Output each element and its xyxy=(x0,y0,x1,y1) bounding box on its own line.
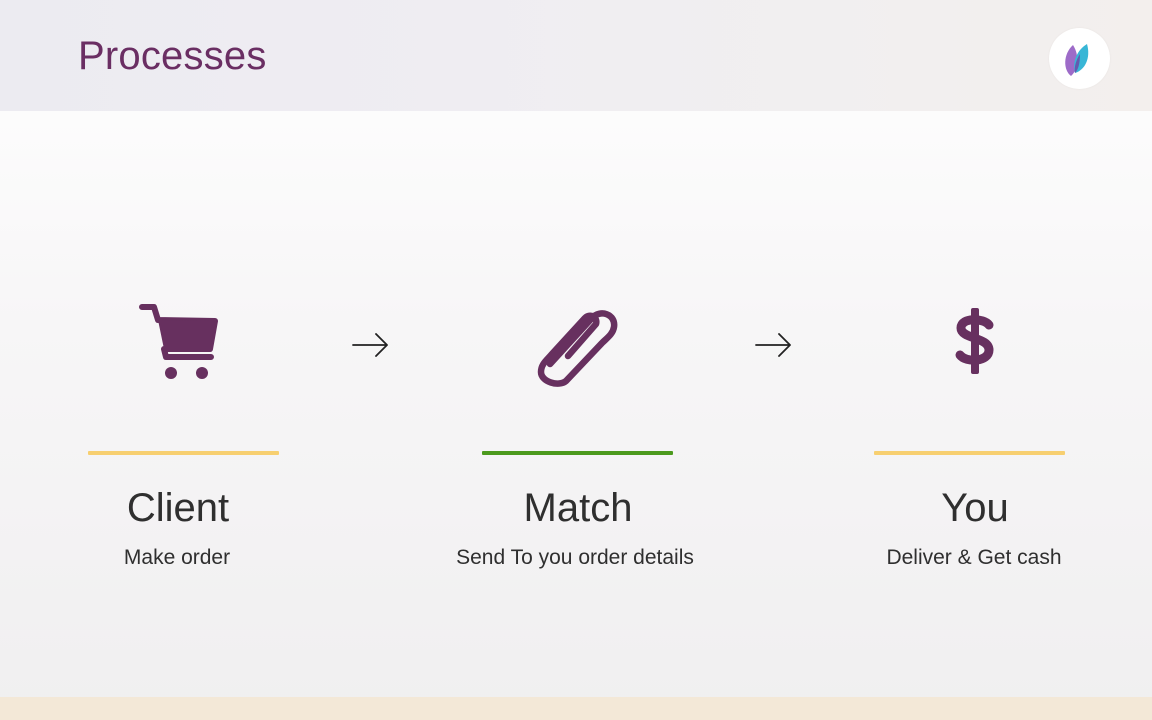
step-title-you: You xyxy=(941,486,1009,530)
arrow-right-icon xyxy=(352,331,390,364)
dollar-icon xyxy=(952,306,998,381)
step-divider-client xyxy=(88,451,279,455)
page-title: Processes xyxy=(78,34,267,78)
step-title-match: Match xyxy=(523,486,633,530)
leaf-logo-icon xyxy=(1065,44,1089,76)
arrow-right-icon xyxy=(755,331,793,364)
step-description-you: Deliver & Get cash xyxy=(886,546,1062,569)
step-description-client: Make order xyxy=(123,546,231,569)
header-bar: Processes xyxy=(0,0,1152,111)
footer-strip xyxy=(0,697,1152,720)
brand-logo[interactable] xyxy=(1049,28,1110,89)
step-description-match: Send To you order details xyxy=(456,546,694,569)
step-divider-match xyxy=(482,451,673,455)
shopping-cart-icon xyxy=(139,304,219,389)
step-title-client: Client xyxy=(126,486,230,530)
paperclip-icon xyxy=(530,304,624,395)
step-divider-you xyxy=(874,451,1065,455)
